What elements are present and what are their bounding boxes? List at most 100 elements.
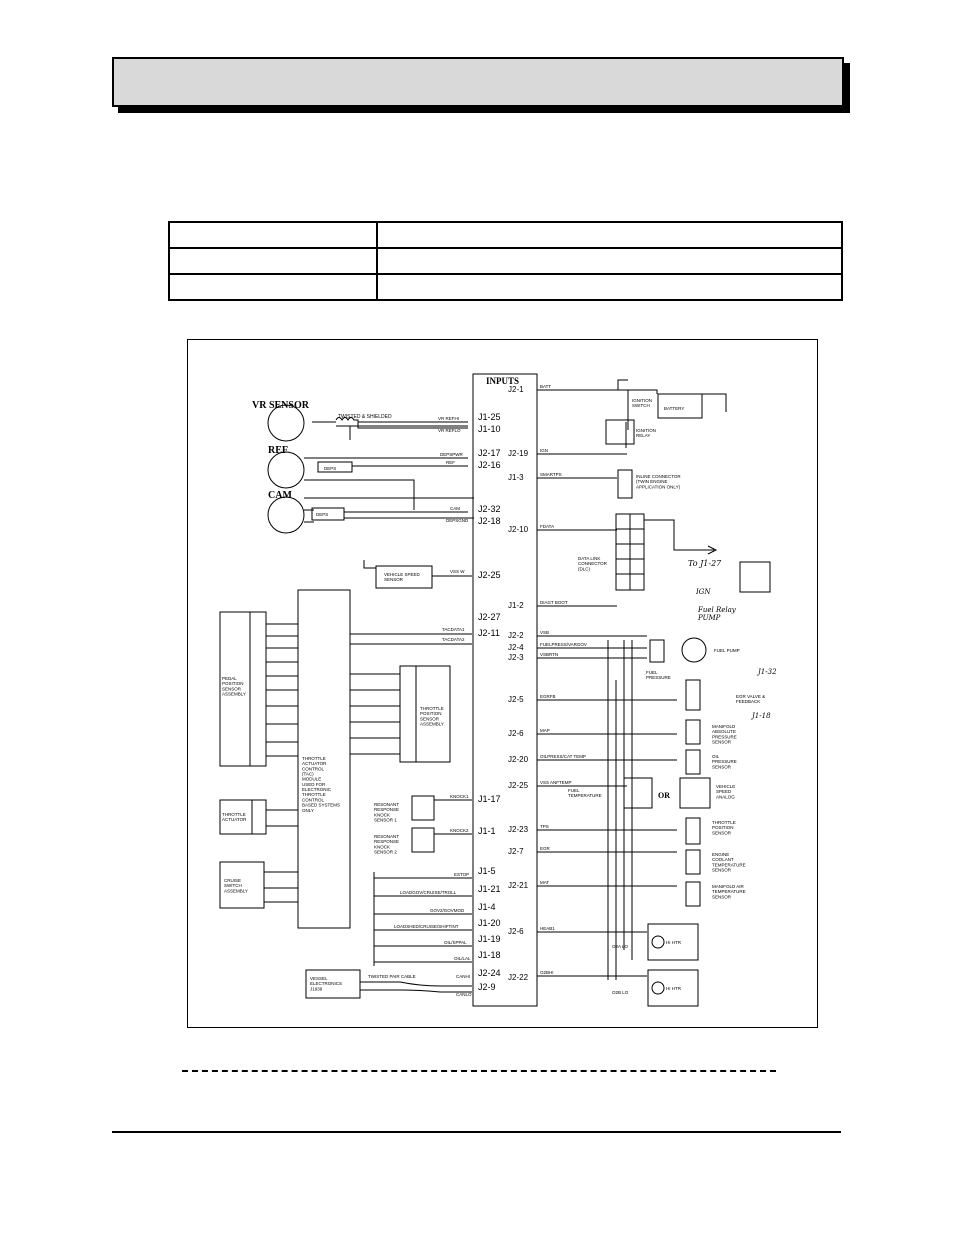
table-row bbox=[168, 273, 843, 301]
pedal-sensor-pins bbox=[249, 611, 267, 767]
egr-label: EGR VALVE &FEEDBACK bbox=[736, 694, 765, 704]
right-signal-lines bbox=[537, 389, 677, 977]
ecm-pin-label: J2-24 bbox=[478, 968, 501, 978]
cam-signal1: CAM bbox=[450, 506, 460, 511]
tps-pins bbox=[399, 665, 417, 763]
tps-lines bbox=[350, 673, 400, 755]
map-box bbox=[685, 719, 701, 745]
ecm-pin-label: J2-20 bbox=[508, 755, 529, 764]
cam-deps: DEPS bbox=[316, 512, 328, 517]
fuel-temp-box bbox=[623, 777, 653, 809]
pedal-lines bbox=[266, 623, 298, 757]
signal-label: EGR bbox=[540, 846, 551, 851]
ref-sensor-circle bbox=[267, 451, 305, 489]
signal-label: BATT bbox=[540, 384, 551, 389]
tacdata2-label: TACDATA2 bbox=[442, 637, 465, 642]
dlc-arrow-head bbox=[707, 545, 718, 555]
ref-cam-wires bbox=[304, 457, 474, 523]
ecm-pin-label: J2-4 bbox=[508, 643, 524, 652]
signal-label: VSS ANFTEMP bbox=[540, 780, 572, 785]
o2b-label: O2B LO bbox=[612, 990, 629, 995]
signal-label: TPS bbox=[540, 824, 549, 829]
signal-label: FDATA bbox=[540, 524, 554, 529]
switch-oillal: OIL/LAL bbox=[454, 956, 471, 961]
dashed-rule bbox=[182, 1070, 776, 1072]
ecm-pin-label: J2-7 bbox=[508, 847, 524, 856]
ecm-pin-label: J2-17 bbox=[478, 448, 501, 458]
signal-label: O2BHI bbox=[540, 970, 554, 975]
ecm-pin-label: J2-3 bbox=[508, 653, 524, 662]
header-bar bbox=[112, 57, 844, 107]
info-table bbox=[168, 221, 843, 301]
battery-label: BATTERY bbox=[664, 406, 684, 411]
inline-connector-box bbox=[617, 469, 633, 499]
actuator-cruise-lines bbox=[264, 809, 298, 903]
vr-refhi: VR REFHI bbox=[438, 416, 459, 421]
ect-box bbox=[685, 849, 701, 875]
fuel-relay-j132: J1-32 bbox=[756, 668, 777, 676]
fuel-pump-circle bbox=[681, 637, 707, 663]
ecm-pin-label: J2-27 bbox=[478, 612, 501, 622]
signal-label: HEAB1 bbox=[540, 926, 555, 931]
signal-label: MAT bbox=[540, 880, 549, 885]
ecm-pin-label: J2-25 bbox=[508, 781, 529, 790]
fuel-pump-label: FUEL PUMP bbox=[714, 648, 740, 653]
dlc-arrow-line bbox=[644, 519, 714, 551]
o2a-heater: HI HTR bbox=[666, 940, 682, 945]
mat-box bbox=[685, 881, 701, 907]
switch-gov2: GOV2/GOVMOD bbox=[430, 908, 465, 913]
right-bus bbox=[607, 640, 633, 980]
ecm-pin-label: J1-18 bbox=[478, 950, 501, 960]
knock1-box bbox=[411, 795, 435, 821]
ecm-pins-left: J1-25J1-10J2-17J2-16J2-32J2-18J2-25J2-27… bbox=[478, 412, 501, 992]
table-cell bbox=[376, 221, 843, 249]
vr-wires bbox=[312, 417, 468, 429]
table-cell bbox=[376, 247, 843, 275]
signal-label: IGN bbox=[540, 448, 548, 453]
signal-label: OILPRESS/CAT TEMP bbox=[540, 754, 586, 759]
switch-oilsppal: OIL/SPPAL bbox=[444, 940, 467, 945]
fuel-relay-ign: IGN bbox=[695, 588, 711, 596]
knock2-box bbox=[411, 827, 435, 853]
ignition-relay-box bbox=[605, 419, 635, 445]
ecm-pin-label: J1-2 bbox=[508, 601, 524, 610]
o2b-heater: HI HTR bbox=[666, 986, 682, 991]
battery-wires bbox=[617, 379, 727, 448]
vss-signal: VSS W bbox=[450, 569, 465, 574]
knock2-signal: KNOCK2 bbox=[450, 828, 469, 833]
table-cell bbox=[168, 221, 378, 249]
ecm-pin-label: J2-9 bbox=[478, 982, 496, 992]
can-cable bbox=[360, 981, 472, 993]
table-cell bbox=[168, 247, 378, 275]
knock1-signal: KNOCK1 bbox=[450, 794, 469, 799]
battery-box bbox=[657, 393, 703, 419]
tps-right-box bbox=[685, 817, 701, 845]
canhi-label: CANHI bbox=[456, 974, 470, 979]
vss-wire bbox=[363, 560, 472, 577]
cam-deps-box bbox=[311, 507, 345, 521]
o2a-circle bbox=[651, 935, 665, 949]
cam-title: CAM bbox=[268, 490, 292, 501]
ref-signal2: REF bbox=[446, 460, 455, 465]
o2a-box bbox=[647, 923, 699, 961]
signal-label: VSBRTN bbox=[540, 652, 558, 657]
cruise-switch-box bbox=[219, 861, 265, 909]
cam-signal2: DEPSGND bbox=[446, 518, 469, 523]
tac-module-box bbox=[297, 589, 351, 929]
wiring-diagram: INPUTS VR SENSOR REF CAM TWISTED & SHIEL… bbox=[187, 339, 818, 1028]
